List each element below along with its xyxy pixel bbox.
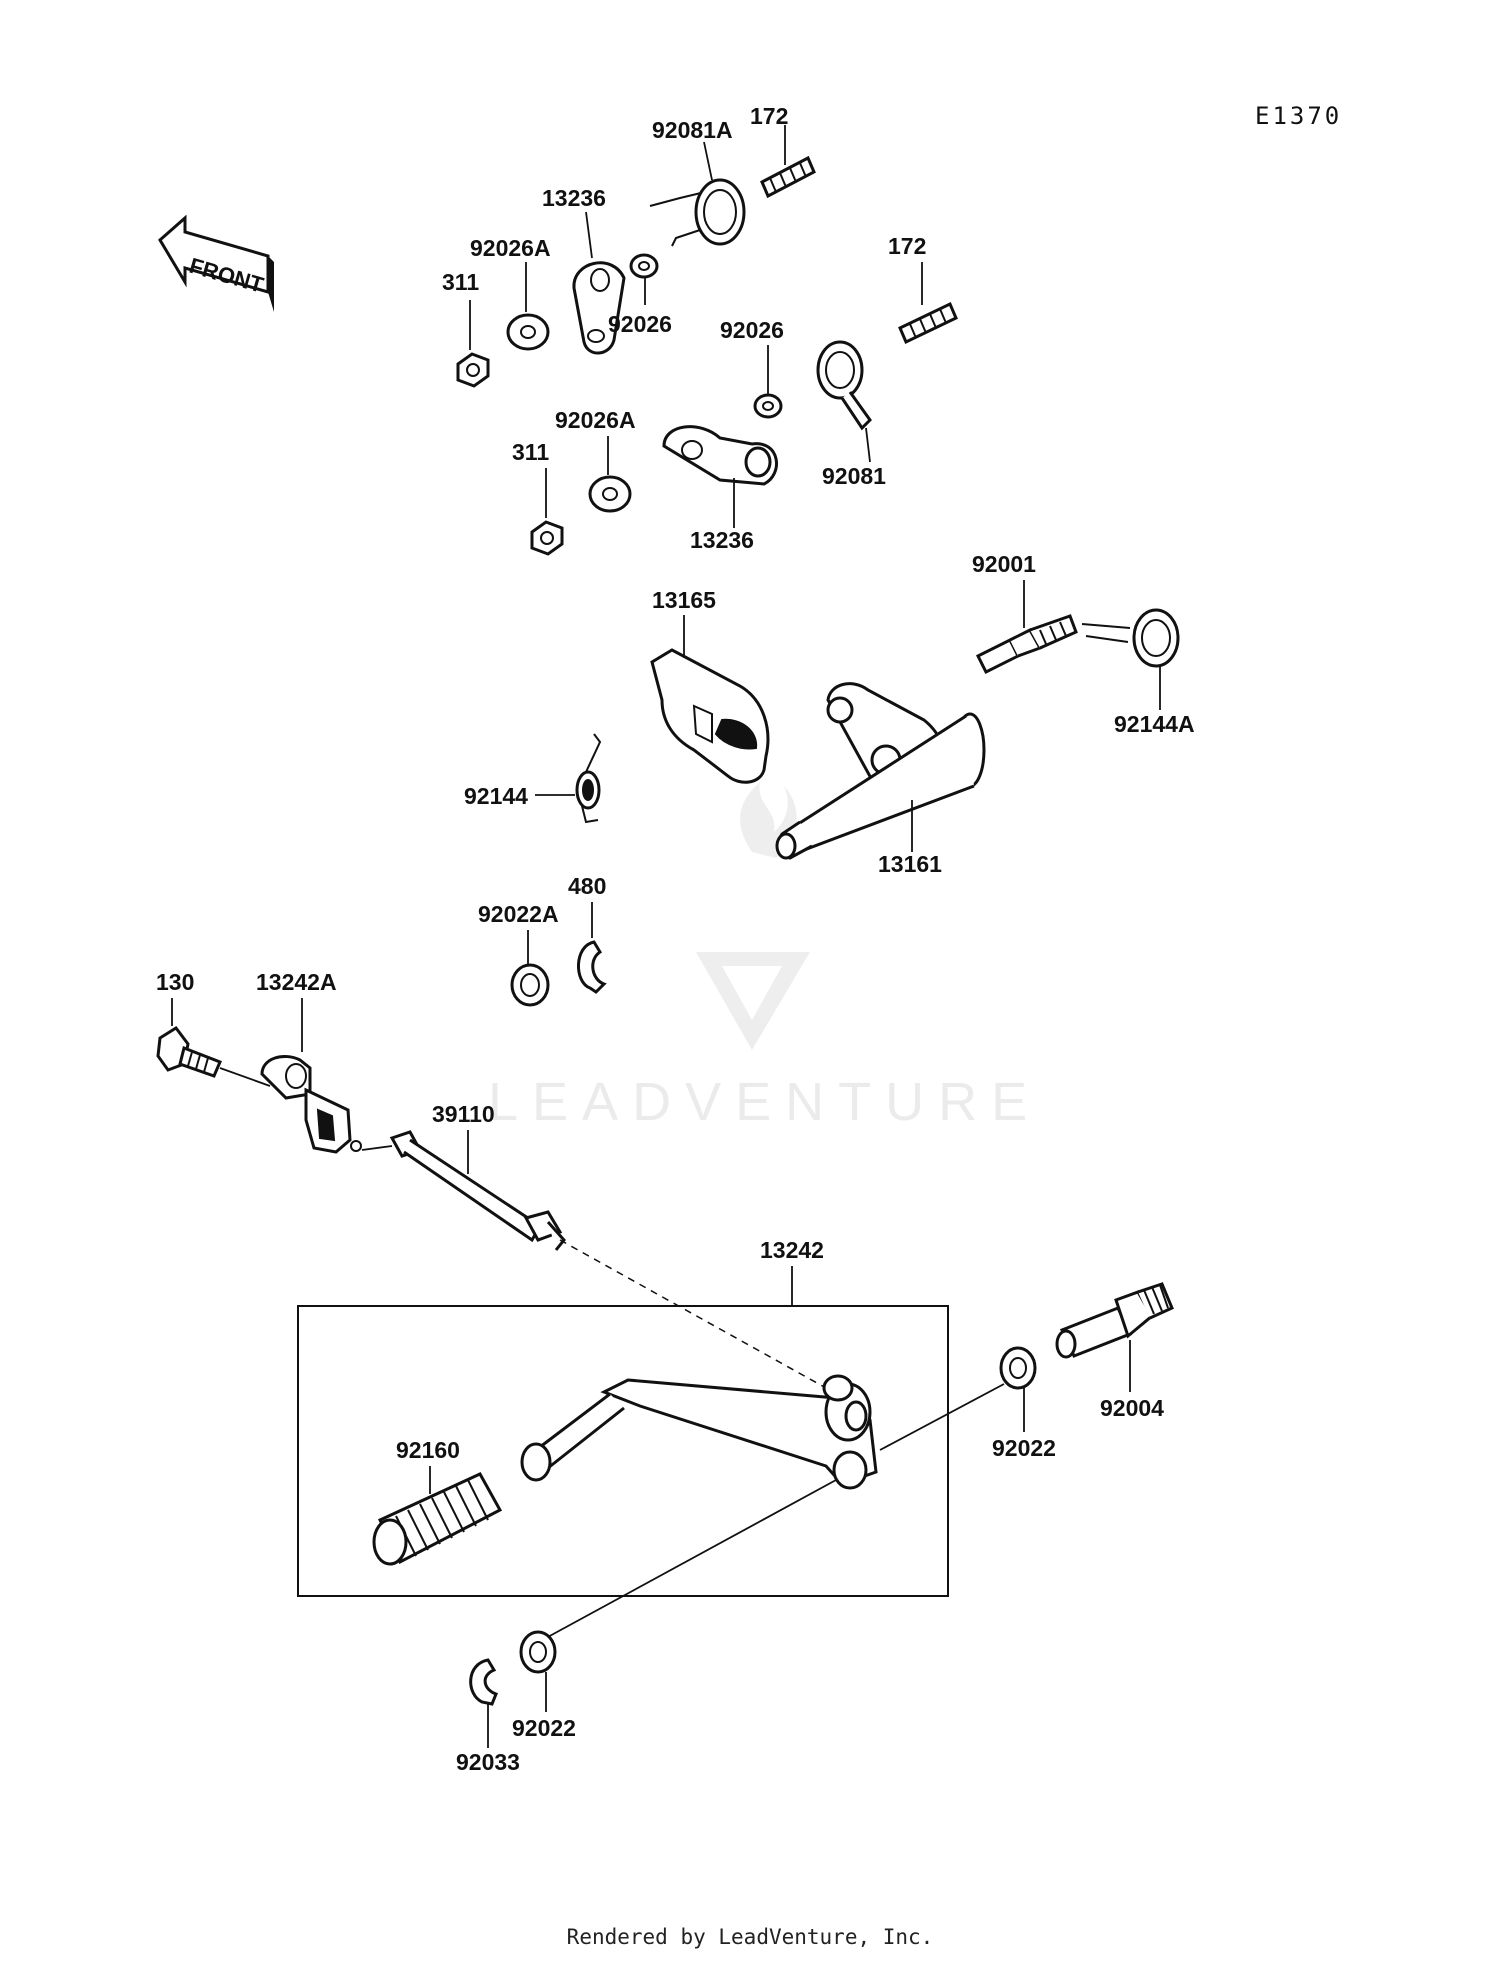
pivot-bolt-92004 xyxy=(1055,1282,1174,1392)
callout-172-mid: 172 xyxy=(888,233,926,259)
callout-92022a: 92022A xyxy=(478,901,559,927)
footer-text: Rendered by LeadVenture, Inc. xyxy=(567,1925,934,1949)
washer-92026-top xyxy=(629,253,659,305)
callout-130: 130 xyxy=(156,969,194,995)
callout-92001: 92001 xyxy=(972,551,1036,577)
callout-92004: 92004 xyxy=(1100,1395,1164,1421)
callout-92022-right: 92022 xyxy=(992,1435,1056,1461)
lever-13236-top xyxy=(572,211,626,355)
callout-92026-top: 92026 xyxy=(608,311,672,337)
callout-92022-bottom: 92022 xyxy=(512,1715,576,1741)
callout-92144a: 92144A xyxy=(1114,711,1195,737)
shift-shaft-13161 xyxy=(775,682,986,860)
washer-92026a-mid xyxy=(588,436,632,513)
callout-92026a-mid: 92026A xyxy=(555,407,636,433)
front-arrow-icon: FRONT xyxy=(158,214,274,312)
callout-13161: 13161 xyxy=(878,851,942,877)
nut-311-top xyxy=(456,300,490,388)
callout-92026-mid: 92026 xyxy=(720,317,784,343)
e-clip-92033 xyxy=(469,1658,498,1748)
pin-92001 xyxy=(975,580,1078,675)
shift-pedal-13242 xyxy=(520,1374,878,1490)
callout-92081a: 92081A xyxy=(652,117,733,143)
callout-39110: 39110 xyxy=(432,1101,495,1127)
spring-92081a xyxy=(649,141,746,247)
callout-92144: 92144 xyxy=(464,783,528,809)
bolt-130 xyxy=(156,998,222,1078)
callout-311-mid: 311 xyxy=(512,439,549,465)
washer-92022-right xyxy=(999,1346,1037,1432)
callout-13165: 13165 xyxy=(652,587,716,613)
spring-92081 xyxy=(816,340,872,463)
leadventure-watermark: LEADVENTURE xyxy=(488,782,1041,1132)
callout-480: 480 xyxy=(568,873,606,899)
joint-13242a xyxy=(260,998,362,1154)
callout-13236-top: 13236 xyxy=(542,185,606,211)
callout-92160: 92160 xyxy=(396,1437,460,1463)
washer-92026-mid xyxy=(753,345,783,419)
washer-92022a xyxy=(510,930,550,1007)
callout-172-top: 172 xyxy=(750,103,788,129)
callout-311-top: 311 xyxy=(442,269,479,295)
spring-92144a xyxy=(1081,608,1180,710)
nut-311-mid xyxy=(530,468,564,556)
spring-92144 xyxy=(535,733,602,824)
rod-39110 xyxy=(389,1130,566,1251)
callout-92081: 92081 xyxy=(822,463,886,489)
callout-92033: 92033 xyxy=(456,1749,520,1775)
washer-92022-bottom xyxy=(519,1630,557,1712)
callout-13242a: 13242A xyxy=(256,969,337,995)
callout-13236-mid: 13236 xyxy=(690,527,754,553)
stud-172-top xyxy=(760,125,816,199)
watermark-text: LEADVENTURE xyxy=(488,1072,1041,1132)
plate-13165 xyxy=(650,615,770,784)
pedal-rubber-92160 xyxy=(372,1466,503,1566)
diagram-code: E1370 xyxy=(1255,102,1342,130)
circlip-480 xyxy=(577,902,607,994)
stud-172-mid xyxy=(898,262,958,345)
callout-13242: 13242 xyxy=(760,1237,824,1263)
callout-92026a-top: 92026A xyxy=(470,235,551,261)
washer-92026a-top xyxy=(506,262,550,351)
lever-13236-mid xyxy=(662,425,778,528)
